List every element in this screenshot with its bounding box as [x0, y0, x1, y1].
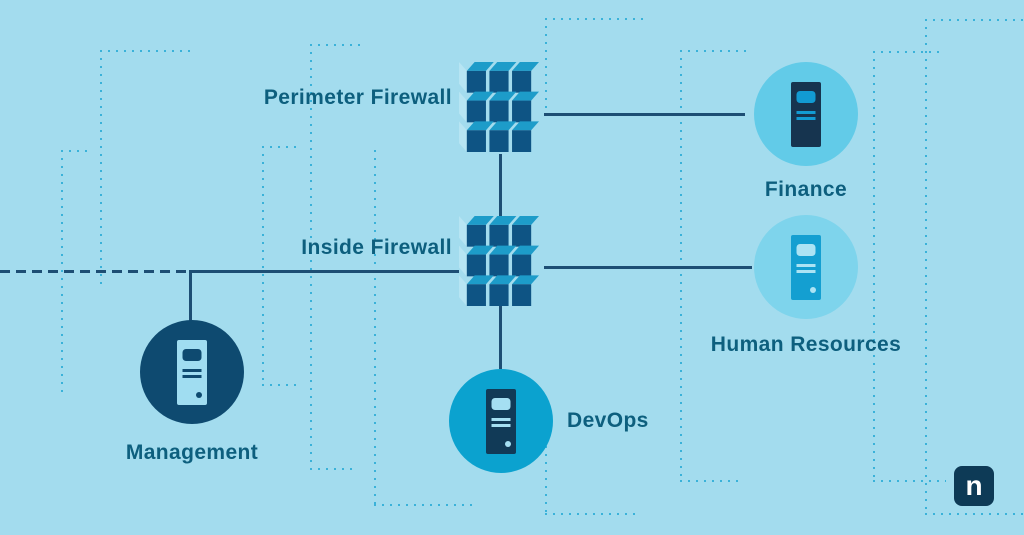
ninjaone-logo-letter: n — [965, 470, 983, 501]
link-inside-hr — [544, 266, 752, 269]
node-label-human-resources: Human Resources — [710, 333, 902, 356]
node-label-devops: DevOps — [567, 409, 649, 432]
firewall-icon — [459, 216, 539, 306]
dotted-guide — [262, 146, 297, 148]
node-label-perimeter-firewall: Perimeter Firewall — [263, 86, 452, 109]
dotted-guide — [262, 384, 297, 386]
dotted-guide — [925, 19, 927, 515]
node-label-management: Management — [125, 441, 259, 464]
dotted-guide — [873, 51, 940, 53]
dotted-guide — [545, 430, 547, 515]
ninjaone-logo: n — [954, 466, 994, 506]
node-label-finance: Finance — [764, 178, 848, 201]
link-perimeter-finance — [544, 113, 745, 116]
firewall-icon — [459, 62, 539, 152]
dotted-guide — [873, 480, 946, 482]
dotted-guide — [873, 51, 875, 482]
dotted-guide — [61, 150, 87, 152]
node-label-inside-firewall: Inside Firewall — [301, 236, 452, 259]
dotted-guide — [545, 18, 547, 112]
dotted-guide — [310, 44, 360, 46]
server-icon-management — [140, 320, 244, 424]
server-icon-human-resources — [754, 215, 858, 319]
dotted-guide — [374, 504, 478, 506]
server-icon-finance — [754, 62, 858, 166]
dotted-guide — [310, 468, 358, 470]
dotted-guide — [680, 50, 748, 52]
dotted-guide — [545, 513, 640, 515]
link-inside-devops — [499, 306, 502, 369]
server-icon-devops — [449, 369, 553, 473]
dotted-guide — [262, 146, 264, 386]
dotted-guide — [925, 19, 1024, 21]
dotted-guide — [545, 18, 648, 20]
dotted-guide — [680, 480, 744, 482]
link-trunk-solid — [189, 270, 459, 273]
link-trunk-dashed — [0, 270, 190, 273]
link-trunk-management — [189, 270, 192, 322]
dotted-guide — [374, 150, 376, 506]
dotted-guide — [925, 513, 1024, 515]
dotted-guide — [310, 44, 312, 470]
dotted-guide — [100, 50, 102, 285]
link-perimeter-inside — [499, 154, 502, 217]
dotted-guide — [100, 50, 190, 52]
